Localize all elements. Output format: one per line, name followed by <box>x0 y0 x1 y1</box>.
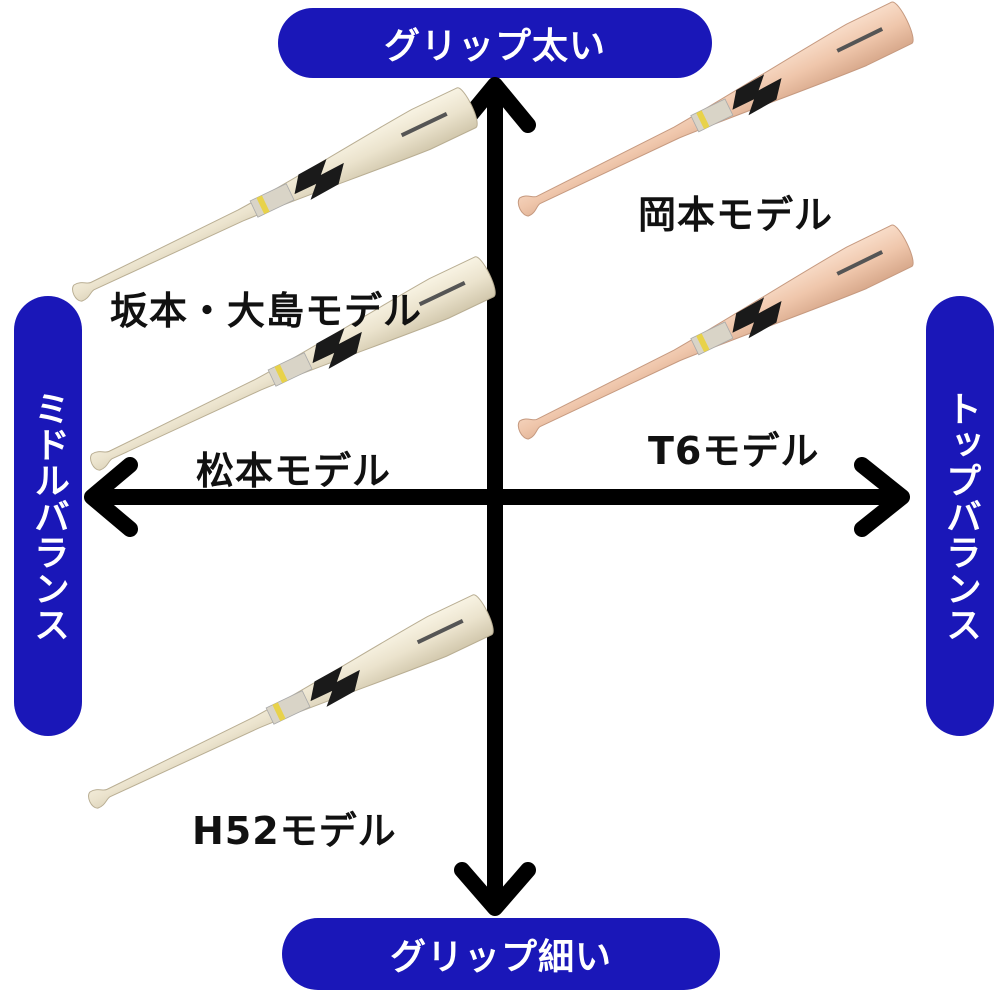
bat-print <box>836 250 884 276</box>
bat-t6 <box>517 224 914 440</box>
axis-label-left-text: ミドルバランス <box>28 390 69 642</box>
model-label-matsumoto: 松本モデル <box>196 449 392 493</box>
bat-h52 <box>88 594 494 809</box>
ss-logo-icon <box>732 297 782 339</box>
ss-logo-icon <box>312 327 362 369</box>
bat-okamoto <box>517 1 914 217</box>
axes <box>84 77 910 916</box>
model-label-sakamoto-oshima: 坂本・大島モデル <box>110 289 423 333</box>
arrowhead-down-icon <box>454 862 536 916</box>
bat-tape <box>267 352 313 387</box>
bat-tape <box>265 690 311 725</box>
model-label-t6: T6モデル <box>648 429 820 473</box>
bat-sakamoto-oshima <box>72 87 478 302</box>
bat-tape-yellow <box>272 702 286 722</box>
axis-label-top-text: グリップ太い <box>383 26 606 67</box>
axis-label-top: グリップ太い <box>278 8 712 78</box>
arrowhead-right-icon <box>854 457 910 537</box>
bat-print <box>400 111 448 138</box>
bat-tape <box>690 321 734 356</box>
bat-tape <box>690 98 734 133</box>
arrowhead-left-icon <box>84 457 138 537</box>
bat-tape-yellow <box>274 364 288 384</box>
axis-label-right-text: トップバランス <box>940 390 981 642</box>
axis-label-bottom-text: グリップ細い <box>389 937 612 978</box>
bat-tape-yellow <box>256 195 270 215</box>
bat-tape <box>249 183 295 218</box>
ss-logo-icon <box>310 665 360 707</box>
axis-label-left: ミドルバランス <box>14 296 82 736</box>
bat-matsumoto <box>90 256 496 471</box>
axis-label-bottom: グリップ細い <box>282 918 720 990</box>
ss-logo-icon <box>732 74 782 116</box>
ss-logo-icon <box>294 158 344 200</box>
model-label-okamoto: 岡本モデル <box>638 193 834 237</box>
bat-print <box>836 27 884 53</box>
axis-label-right: トップバランス <box>926 296 994 736</box>
bat-print <box>418 280 466 307</box>
bat-print <box>416 618 464 645</box>
bat-tape-yellow <box>696 110 710 130</box>
model-label-h52: H52モデル <box>192 809 397 853</box>
bat-tape-yellow <box>696 333 710 353</box>
